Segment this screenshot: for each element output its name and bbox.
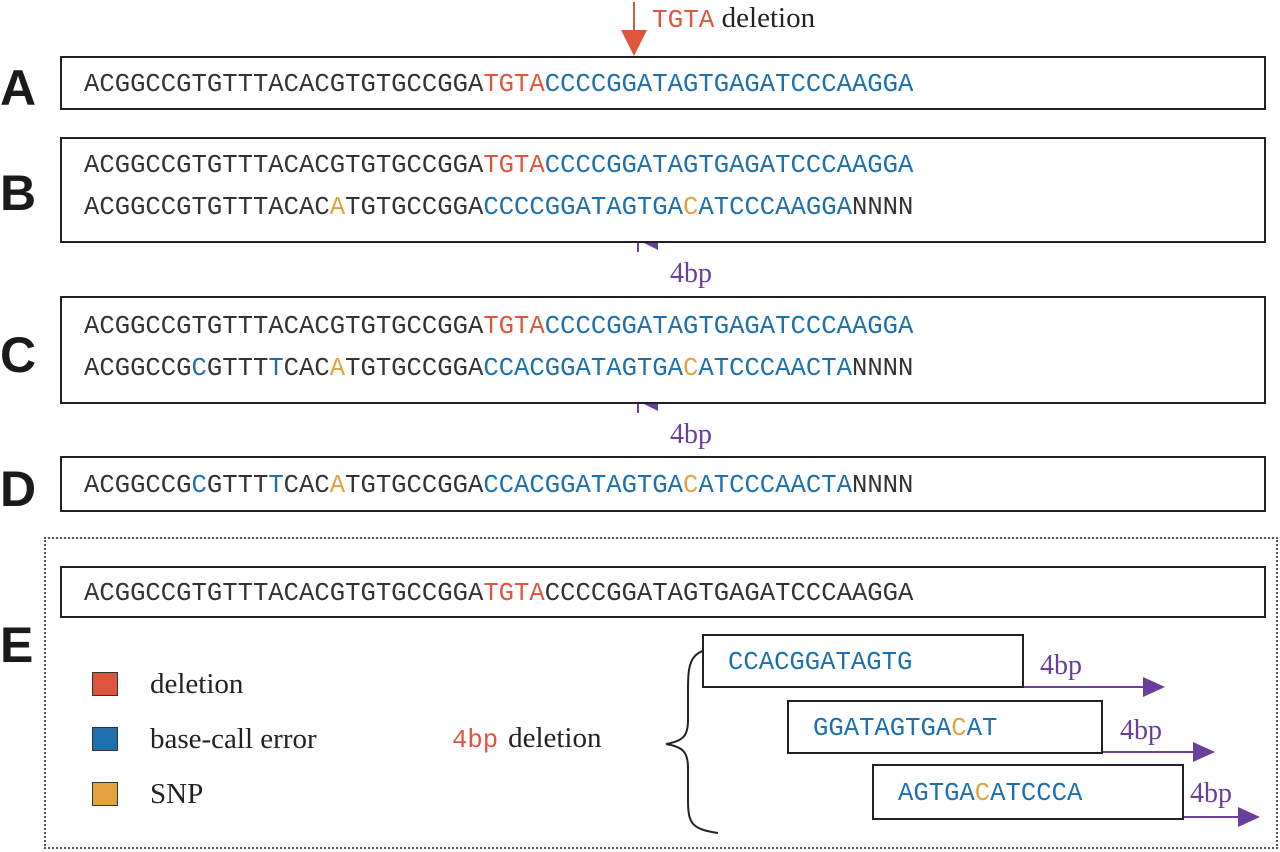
sequence-segment: A bbox=[329, 471, 346, 500]
panel-a-box: ACGGCCGTGTTTACACGTGTGCCGGATGTACCCCGGATAG… bbox=[60, 56, 1266, 110]
sequence-segment: CCCCGGATAGTGA bbox=[483, 193, 684, 222]
deletion-swatch bbox=[92, 672, 118, 696]
sequence-segment: C bbox=[683, 193, 699, 222]
sequence-segment: ATCCCA bbox=[990, 779, 1083, 808]
sequence-segment: ACGGCCGTGTTTACAC bbox=[84, 193, 330, 222]
panel-c-shift-label: 4bp bbox=[670, 419, 712, 450]
sequence-segment: GTTT bbox=[206, 471, 269, 500]
sequence-segment: C bbox=[974, 779, 991, 808]
sequence-segment: ACGGCCGTGTTTACACGTGTGCCGGA bbox=[84, 151, 484, 180]
panel-d-read-seq: ACGGCCGCGTTTTCACATGTGCCGGACCACGGATAGTGAC… bbox=[84, 473, 913, 499]
panel-d-box: ACGGCCGCGTTTTCACATGTGCCGGACCACGGATAGTGAC… bbox=[60, 456, 1266, 512]
sequence-segment: TGTA bbox=[483, 70, 545, 99]
panel-e-reference-seq: ACGGCCGTGTTTACACGTGTGCCGGATGTACCCCGGATAG… bbox=[84, 581, 913, 607]
sequence-segment: CCACGGATAGTGA bbox=[483, 354, 684, 383]
read-1-seq: CCACGGATAGTG bbox=[728, 650, 912, 676]
panel-e-reference-box: ACGGCCGTGTTTACACGTGTGCCGGATGTACCCCGGATAG… bbox=[60, 566, 1266, 618]
sequence-segment: A bbox=[329, 354, 346, 383]
sequence-segment: CCACGGATAGTG bbox=[728, 648, 913, 677]
sequence-segment: T bbox=[268, 471, 284, 500]
sequence-segment: CCACGGATAGTGA bbox=[483, 471, 684, 500]
sequence-segment: TGTGCCGGA bbox=[345, 471, 484, 500]
sequence-segment: CCCCGGATAGTGAGATCCCAAGGA bbox=[544, 70, 914, 99]
sequence-segment: ACGGCCGTGTTTACACGTGTGCCGGA bbox=[84, 70, 484, 99]
sequence-segment: A bbox=[329, 193, 346, 222]
sequence-segment: ACGGCCG bbox=[84, 471, 192, 500]
read-2-arrow-label: 4bp bbox=[1120, 715, 1162, 746]
panel-e-container bbox=[44, 537, 1278, 849]
sequence-segment: TGTGCCGGA bbox=[345, 354, 484, 383]
read-3-seq: AGTGACATCCCA bbox=[898, 781, 1082, 807]
sequence-segment: C bbox=[951, 714, 967, 743]
sequence-segment: ACGGCCGTGTTTACACGTGTGCCGGA bbox=[84, 579, 484, 608]
deletion-word: deletion bbox=[721, 2, 816, 34]
panel-label-a: A bbox=[0, 60, 37, 116]
deletion-note-word: deletion bbox=[508, 722, 602, 754]
top-annotation: TGTA deletion bbox=[652, 2, 815, 35]
panel-b-read-seq: ACGGCCGTGTTTACACATGTGCCGGACCCCGGATAGTGAC… bbox=[84, 195, 913, 221]
sequence-segment: CCCCGGATAGTGAGATCCCAAGGA bbox=[544, 579, 914, 608]
read-1-arrow-label: 4bp bbox=[1040, 650, 1082, 681]
panel-c-read-seq: ACGGCCGCGTTTTCACATGTGCCGGACCACGGATAGTGAC… bbox=[84, 356, 913, 382]
sequence-segment: C bbox=[683, 471, 699, 500]
sequence-segment: CCCCGGATAGTGAGATCCCAAGGA bbox=[544, 312, 914, 341]
panel-label-d: D bbox=[0, 461, 37, 517]
deletion-site-arrow bbox=[621, 2, 647, 56]
panel-a-reference-seq: ACGGCCGTGTTTACACGTGTGCCGGATGTACCCCGGATAG… bbox=[84, 72, 913, 98]
sequence-segment: AGTGA bbox=[898, 779, 975, 808]
panel-b-reference-seq: ACGGCCGTGTTTACACGTGTGCCGGATGTACCCCGGATAG… bbox=[84, 153, 913, 179]
sequence-segment: NNNN bbox=[851, 354, 914, 383]
sequence-segment: TGTGCCGGA bbox=[345, 193, 484, 222]
sequence-segment: TGTA bbox=[483, 151, 545, 180]
sequence-segment: ACGGCCGTGTTTACACGTGTGCCGGA bbox=[84, 312, 484, 341]
sequence-segment: AT bbox=[966, 714, 998, 743]
sequence-segment: TGTA bbox=[483, 312, 545, 341]
sequence-segment: CAC bbox=[283, 354, 330, 383]
read-2-seq: GGATAGTGACAT bbox=[813, 716, 997, 742]
panel-b-shift-label: 4bp bbox=[670, 258, 712, 289]
panel-label-e: E bbox=[0, 617, 34, 673]
sequence-segment: ATCCCAAGGA bbox=[698, 193, 852, 222]
read-box-1: CCACGGATAGTG bbox=[702, 634, 1024, 688]
panel-c-reference-seq: ACGGCCGTGTTTACACGTGTGCCGGATGTACCCCGGATAG… bbox=[84, 314, 913, 340]
sequence-segment: TGTA bbox=[483, 579, 545, 608]
panel-label-c: C bbox=[0, 327, 37, 383]
read-box-3: AGTGACATCCCA bbox=[872, 764, 1184, 820]
read-box-2: GGATAGTGACAT bbox=[787, 700, 1103, 754]
panel-c-box: ACGGCCGTGTTTACACGTGTGCCGGATGTACCCCGGATAG… bbox=[60, 296, 1266, 404]
sequence-segment: ATCCCAACTA bbox=[698, 354, 852, 383]
deletion-note: 4bp deletion bbox=[452, 722, 602, 755]
sequence-segment: NNNN bbox=[851, 471, 914, 500]
sequence-segment: GGATAGTGA bbox=[813, 714, 952, 743]
sequence-segment: C bbox=[683, 354, 699, 383]
deletion-size: 4bp bbox=[452, 726, 499, 755]
legend-label-base-call-error: base-call error bbox=[150, 723, 317, 755]
sequence-segment: CAC bbox=[283, 471, 330, 500]
read-3-arrow-label: 4bp bbox=[1190, 778, 1232, 809]
deleted-bases-label: TGTA bbox=[652, 5, 715, 35]
sequence-segment: CCCCGGATAGTGAGATCCCAAGGA bbox=[544, 151, 914, 180]
panel-label-b: B bbox=[0, 165, 37, 221]
legend-label-snp: SNP bbox=[150, 778, 204, 810]
sequence-segment: ATCCCAACTA bbox=[698, 471, 852, 500]
base-call-error-swatch bbox=[92, 727, 118, 751]
sequence-segment: C bbox=[191, 471, 207, 500]
sequence-segment: NNNN bbox=[851, 193, 914, 222]
sequence-segment: ACGGCCG bbox=[84, 354, 192, 383]
sequence-segment: C bbox=[191, 354, 207, 383]
sequence-segment: GTTT bbox=[206, 354, 269, 383]
panel-b-box: ACGGCCGTGTTTACACGTGTGCCGGATGTACCCCGGATAG… bbox=[60, 137, 1266, 243]
legend-label-deletion: deletion bbox=[150, 668, 244, 700]
snp-swatch bbox=[92, 782, 118, 806]
sequence-segment: T bbox=[268, 354, 284, 383]
